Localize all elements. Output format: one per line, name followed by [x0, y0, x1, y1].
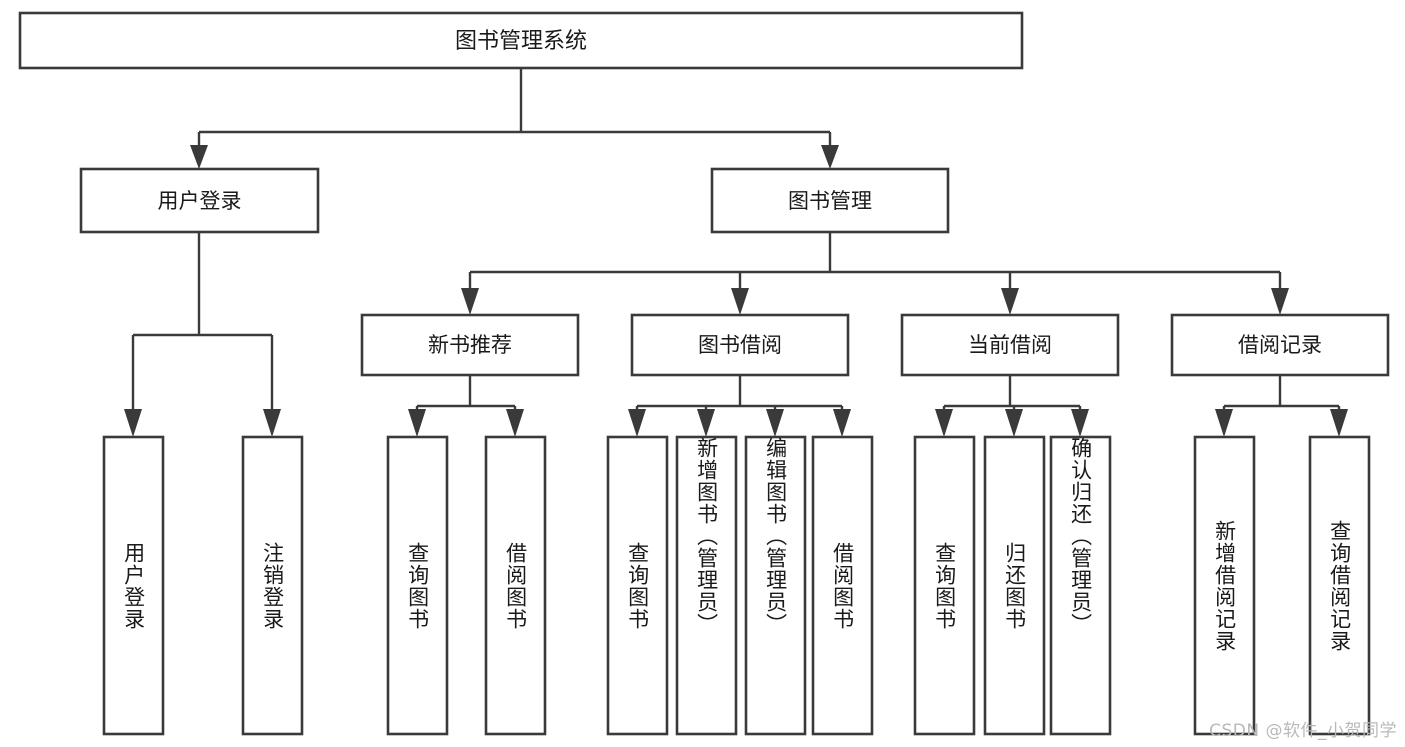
arrowhead-leaf-edit-book: [766, 409, 784, 437]
node-leaf-query-book-3-box[interactable]: [913, 435, 976, 736]
arrowhead-leaf-return-book: [1005, 409, 1023, 437]
arrowhead-leaf-query-book-2: [628, 409, 646, 437]
arrowhead-leaf-borrow-book-1: [506, 409, 524, 437]
arrowhead-book-manage: [821, 145, 839, 169]
node-book-manage-box[interactable]: [710, 167, 950, 234]
arrowhead-book-borrow: [731, 288, 749, 315]
node-current-borrow-label: 当前借阅: [968, 333, 1052, 357]
node-leaf-add-record-box[interactable]: [1193, 435, 1256, 736]
csdn-watermark: CSDN @软件_小贺同学: [1209, 721, 1397, 741]
node-user-login-label: 用户登录: [158, 189, 242, 213]
node-new-book-recommend[interactable]: 新书推荐: [360, 313, 580, 377]
node-user-login[interactable]: 用户登录: [79, 167, 320, 234]
arrowhead-leaf-borrow-book-2: [833, 409, 851, 437]
arrowhead-current-borrow: [1001, 288, 1019, 315]
node-leaf-borrow-book-1-box[interactable]: [484, 435, 547, 736]
node-leaf-query-book-1-box[interactable]: [386, 435, 449, 736]
arrowhead-user-login: [190, 145, 208, 169]
node-leaf-query-record-box[interactable]: [1308, 435, 1371, 736]
node-book-borrow-label: 图书借阅: [698, 333, 782, 357]
node-new-book-recommend-label: 新书推荐: [428, 333, 512, 357]
node-leaf-query-book-2-box[interactable]: [606, 435, 669, 736]
connector-layer: [124, 68, 1348, 437]
node-current-borrow[interactable]: 当前借阅: [900, 313, 1120, 377]
node-leaf-edit-book-box[interactable]: [744, 435, 807, 736]
arrowhead-leaf-add-book: [697, 409, 715, 437]
node-borrow-record-box[interactable]: [1170, 313, 1390, 377]
node-leaf-return-book-box[interactable]: [983, 435, 1046, 736]
arrowhead-leaf-add-record: [1215, 409, 1233, 437]
node-root-box[interactable]: [18, 11, 1024, 70]
node-leaf-borrow-book-2-box[interactable]: [811, 435, 874, 736]
node-leaf-user-login-box[interactable]: [102, 435, 165, 736]
arrowhead-leaf-query-record: [1330, 409, 1348, 437]
arrowhead-leaf-logout-login: [263, 409, 281, 437]
node-leaf-add-book-box[interactable]: [675, 435, 738, 736]
node-borrow-record[interactable]: 借阅记录: [1170, 313, 1390, 377]
leaf-box-layer: [102, 435, 1371, 736]
node-root[interactable]: 图书管理系统: [18, 11, 1024, 70]
node-book-borrow[interactable]: 图书借阅: [630, 313, 850, 377]
node-book-manage-label: 图书管理: [788, 189, 872, 213]
node-new-book-recommend-box[interactable]: [360, 313, 580, 377]
arrowhead-leaf-confirm-return: [1071, 409, 1089, 437]
arrowhead-leaf-user-login: [124, 409, 142, 437]
node-borrow-record-label: 借阅记录: [1238, 333, 1322, 357]
arrowhead-new-book-recommend: [461, 288, 479, 315]
arrowhead-leaf-query-book-1: [408, 409, 426, 437]
arrowhead-borrow-record: [1271, 288, 1289, 315]
node-book-manage[interactable]: 图书管理: [710, 167, 950, 234]
node-leaf-logout-login-box[interactable]: [241, 435, 304, 736]
node-user-login-box[interactable]: [79, 167, 320, 234]
arrowhead-leaf-query-book-3: [935, 409, 953, 437]
node-leaf-confirm-return-box[interactable]: [1049, 435, 1112, 736]
node-book-borrow-box[interactable]: [630, 313, 850, 377]
node-root-label: 图书管理系统: [455, 29, 587, 54]
node-current-borrow-box[interactable]: [900, 313, 1120, 377]
